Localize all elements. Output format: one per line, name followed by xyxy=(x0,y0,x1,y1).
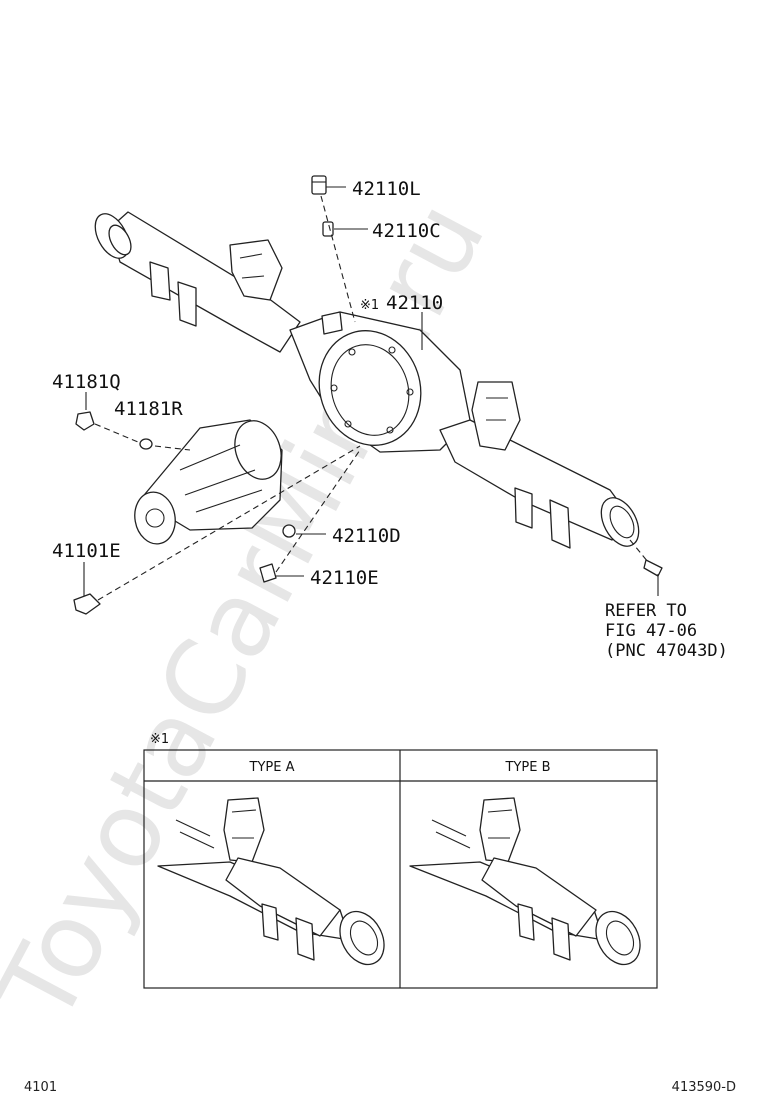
footer-figure-code: 413590-D xyxy=(672,1080,736,1095)
label-41101E: 41101E xyxy=(52,540,121,562)
reference-line-2: FIG 47-06 xyxy=(605,621,697,641)
label-42110C: 42110C xyxy=(372,220,441,242)
type-a-drawing xyxy=(157,797,385,966)
label-42110L: 42110L xyxy=(352,178,421,200)
inset-table xyxy=(143,749,658,989)
label-42110D: 42110D xyxy=(332,525,401,547)
reference-line-1: REFER TO xyxy=(605,601,687,621)
differential-carrier-drawing xyxy=(134,419,283,545)
fastener-drawings xyxy=(73,411,663,615)
inset-type-a-header: TYPE A xyxy=(249,760,295,775)
reference-line-3: (PNC 47043D) xyxy=(605,641,728,661)
label-41181Q: 41181Q xyxy=(52,371,121,393)
axle-housing-drawing xyxy=(94,211,640,549)
assembly-lines xyxy=(94,195,649,601)
label-42110E: 42110E xyxy=(310,567,379,589)
inset-type-b-header: TYPE B xyxy=(505,760,551,775)
breather-plug-drawing xyxy=(311,175,334,237)
label-42110-mark: ※1 xyxy=(360,298,379,313)
leader-lines xyxy=(83,186,659,596)
label-42110: 42110 xyxy=(386,292,443,314)
footer-page-code: 4101 xyxy=(24,1080,57,1095)
inset-mark: ※1 xyxy=(150,732,169,747)
type-b-drawing xyxy=(409,797,641,966)
label-41181R: 41181R xyxy=(114,398,183,420)
